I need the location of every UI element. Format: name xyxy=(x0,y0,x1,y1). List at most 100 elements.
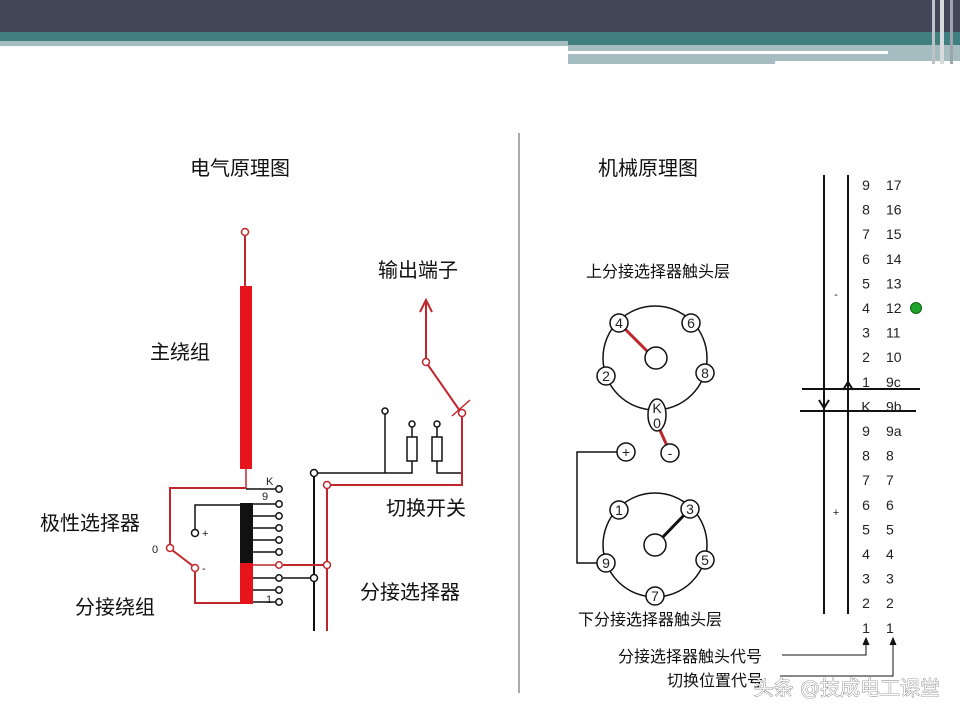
switch-position: 7 xyxy=(886,472,894,488)
switch-position: 12 xyxy=(886,300,902,316)
upper-layer-label: 上分接选择器触头层 xyxy=(586,262,730,281)
tap-terminal xyxy=(275,524,283,532)
switch-position: 10 xyxy=(886,349,902,365)
polarity-minus-contact: - xyxy=(660,443,680,463)
upper-contact-6: 6 xyxy=(681,313,701,333)
table-row: 6 14 xyxy=(862,251,902,267)
tap-terminal xyxy=(275,500,283,508)
switch-position: 8 xyxy=(886,448,894,464)
switch-position: 15 xyxy=(886,226,902,242)
switch-position: 5 xyxy=(886,521,894,537)
electrical-title: 电气原理图 xyxy=(190,156,290,180)
label-k: K xyxy=(266,476,274,488)
current-position-indicator xyxy=(910,302,922,314)
upper-contact-4: 4 xyxy=(609,313,629,333)
svg-text:1: 1 xyxy=(615,502,623,518)
transition-resistor xyxy=(431,436,443,462)
contact-code: 2 xyxy=(862,595,870,611)
switch-position: 1 xyxy=(886,620,894,636)
switch-position: 13 xyxy=(886,275,902,291)
switch-position: 9c xyxy=(886,374,901,390)
svg-text:0: 0 xyxy=(653,415,661,431)
svg-text:2: 2 xyxy=(602,368,610,384)
up-arrow-icon xyxy=(842,380,854,391)
watermark: 头条 @技成电工课堂 xyxy=(754,676,940,700)
svg-text:5: 5 xyxy=(701,552,709,568)
contact-code: 5 xyxy=(862,521,870,537)
tap-terminal-k xyxy=(275,485,283,493)
label-zero: 0 xyxy=(152,544,158,556)
upper-contact-8: 8 xyxy=(695,363,715,383)
svg-text:6: 6 xyxy=(687,315,695,331)
contact-code: 9 xyxy=(862,177,870,193)
label-1: 1 xyxy=(266,594,272,606)
contact-code: K xyxy=(861,398,871,414)
k0-contact: K 0 xyxy=(647,398,667,432)
switch-position: 17 xyxy=(886,177,902,193)
transition-resistor xyxy=(406,436,418,462)
lower-contact-9: 9 xyxy=(596,553,616,573)
polarity-selector-label: 极性选择器 xyxy=(40,511,140,535)
svg-text:+: + xyxy=(622,444,630,460)
polarity-plus-contact: + xyxy=(616,442,636,462)
tap-terminal xyxy=(275,512,283,520)
tap-terminal xyxy=(275,561,283,569)
minus-polarity-label: - xyxy=(834,289,838,301)
header-band xyxy=(0,0,960,65)
tap-terminal xyxy=(275,598,283,606)
tap-selector-label: 分接选择器 xyxy=(360,580,460,604)
contact-code: 4 xyxy=(862,300,870,316)
lower-contact-5: 5 xyxy=(695,550,715,570)
svg-text:8: 8 xyxy=(701,365,709,381)
down-arrow-icon xyxy=(818,399,830,410)
lower-contact-7: 7 xyxy=(645,586,665,606)
diverter-switch-blade xyxy=(427,364,461,412)
lower-contact-1: 1 xyxy=(609,500,629,520)
switch-position: 6 xyxy=(886,497,894,513)
switch-position: 2 xyxy=(886,595,894,611)
main-winding-label: 主绕组 xyxy=(150,340,210,364)
contact-code: 6 xyxy=(862,251,870,267)
svg-text:-: - xyxy=(668,445,673,461)
output-arrow-icon xyxy=(419,297,433,313)
main-winding xyxy=(240,286,252,469)
tap-winding-label: 分接绕组 xyxy=(75,595,155,619)
contact-code: 4 xyxy=(862,546,870,562)
upper-contact-2: 2 xyxy=(596,366,616,386)
diverter-switch-label: 切换开关 xyxy=(386,496,466,520)
label-plus: + xyxy=(202,528,208,540)
tap-winding-black xyxy=(240,503,253,564)
lower-layer-label: 下分接选择器触头层 xyxy=(578,610,722,629)
contact-code: 9 xyxy=(862,423,870,439)
contact-code: 3 xyxy=(862,571,870,587)
tap-terminal xyxy=(275,536,283,544)
plus-polarity-label: + xyxy=(833,507,839,519)
polarity-zero-terminal xyxy=(165,543,175,553)
contact-code: 1 xyxy=(862,620,870,636)
table-row: 5 13 xyxy=(862,275,902,291)
switch-position: 9a xyxy=(886,423,902,439)
table-row: 9 9a xyxy=(862,423,902,439)
switch-position: 14 xyxy=(886,251,902,267)
lower-contact-3: 3 xyxy=(680,499,700,519)
contact-code: 5 xyxy=(862,275,870,291)
svg-text:9: 9 xyxy=(602,555,610,571)
switch-position: 16 xyxy=(886,202,902,218)
tap-terminal xyxy=(275,574,283,582)
tap-terminal xyxy=(275,586,283,594)
contact-code: 1 xyxy=(862,374,870,390)
svg-text:3: 3 xyxy=(686,501,694,517)
polarity-plus-terminal xyxy=(190,528,200,538)
